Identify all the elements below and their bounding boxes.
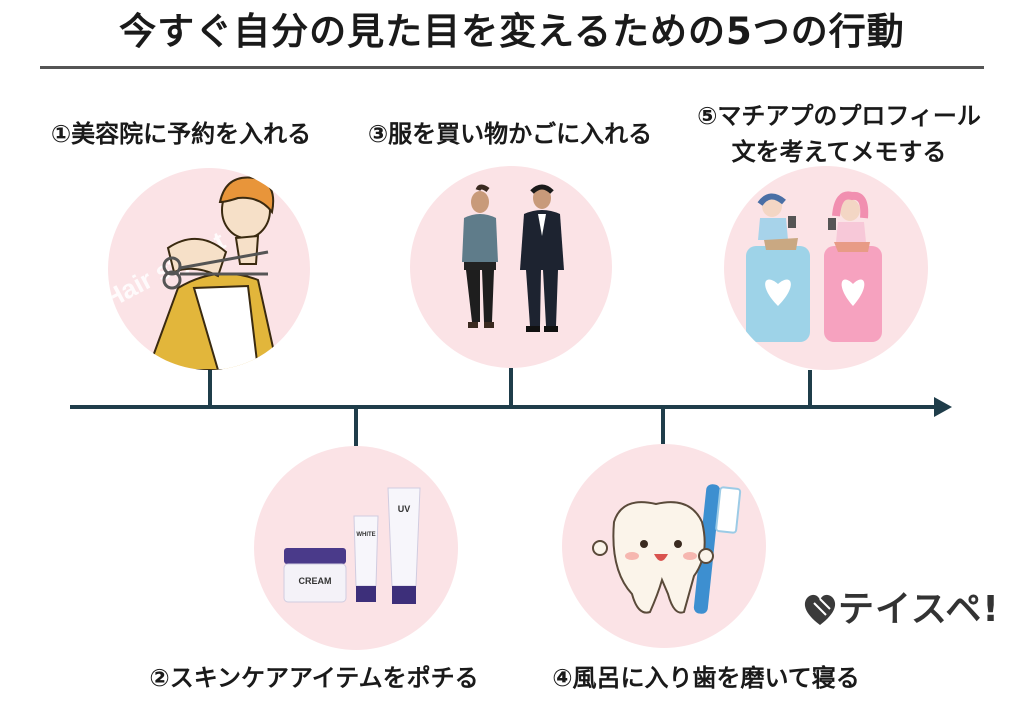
two-men-outfits-illustration bbox=[462, 184, 564, 332]
step-4-tick bbox=[661, 407, 665, 444]
white-tube-icon: WHITE bbox=[353, 515, 379, 602]
man-suit-icon bbox=[520, 184, 564, 332]
skincare-products-illustration: CREAM WHITE UV bbox=[283, 487, 421, 604]
step-4-circle bbox=[562, 444, 766, 648]
tooth-with-toothbrush-illustration bbox=[592, 484, 742, 614]
white-label: WHITE bbox=[356, 532, 375, 538]
step-2-tick bbox=[354, 407, 358, 446]
step-1-circle: Hair stylist bbox=[108, 168, 310, 370]
cream-label: CREAM bbox=[299, 576, 332, 586]
uv-label: UV bbox=[398, 504, 411, 514]
step-5-circle bbox=[724, 166, 928, 370]
step-3-label: ③服を買い物かごに入れる bbox=[367, 120, 653, 148]
step-3-circle bbox=[410, 166, 612, 368]
man-casual-icon bbox=[462, 184, 498, 328]
step-3-tick bbox=[509, 368, 513, 407]
cream-jar-icon: CREAM bbox=[283, 548, 347, 603]
brand-logo: テイスペ! bbox=[802, 588, 1000, 632]
step-2-circle: CREAM WHITE UV bbox=[254, 446, 458, 650]
timeline-line bbox=[70, 405, 938, 409]
phone-held-icon bbox=[788, 216, 796, 228]
step-1-tick bbox=[208, 370, 212, 407]
step-2-label: ②スキンケアアイテムをポチる bbox=[149, 664, 479, 692]
step-5-label-line1: ⑤マチアプのプロフィール bbox=[697, 102, 981, 130]
heart-logo-icon bbox=[804, 594, 836, 625]
tooth-character-icon bbox=[592, 501, 714, 614]
step-5-tick bbox=[808, 370, 812, 407]
couple-on-phones-illustration bbox=[746, 191, 882, 342]
step-5-label-line2: 文を考えてメモする bbox=[731, 138, 947, 166]
title-underline bbox=[40, 66, 984, 69]
hairstylist-illustration: Hair stylist bbox=[108, 176, 280, 370]
step-4-label: ④風呂に入り歯を磨いて寝る bbox=[552, 664, 860, 692]
heart-icon bbox=[841, 279, 865, 306]
scissors-icon bbox=[162, 250, 269, 290]
page-title: 今すぐ自分の見た目を変えるための5つの行動 bbox=[119, 10, 905, 53]
heart-icon bbox=[765, 279, 791, 306]
phone-held-icon bbox=[828, 218, 836, 230]
uv-tube-icon: UV bbox=[387, 487, 421, 604]
logo-text: テイスペ! bbox=[838, 589, 1000, 630]
timeline-arrow-icon bbox=[934, 397, 952, 417]
step-1-label: ①美容院に予約を入れる bbox=[50, 120, 312, 148]
